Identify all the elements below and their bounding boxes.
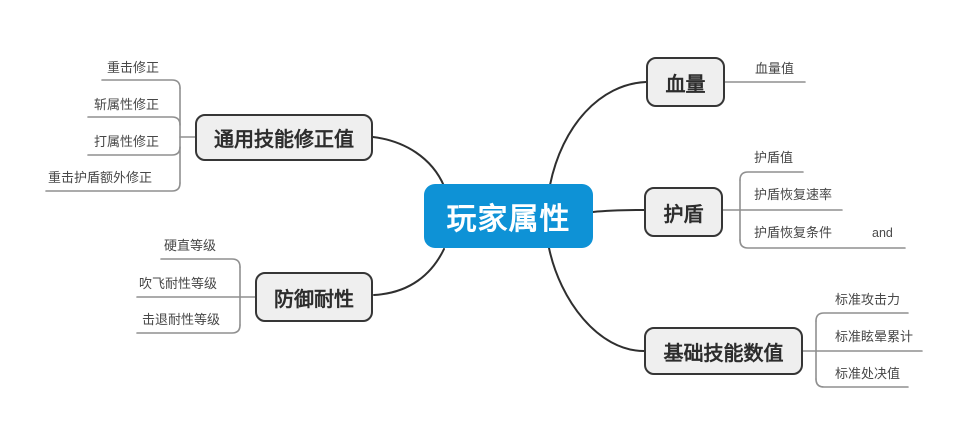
connector-central-to-defense-resistance <box>373 248 445 296</box>
subtopic-line-hitstun-level <box>160 258 241 268</box>
subtopic-line-shield-value <box>739 171 804 181</box>
subtopic-line-shield-regen-condition <box>739 239 906 249</box>
branch-topic-defense-resistance[interactable]: 防御耐性 <box>255 272 373 322</box>
subtopic-slash-modifier[interactable]: 斩属性修正 <box>94 97 160 112</box>
subtopic-line-knockback-resist-level <box>136 324 241 334</box>
subtopic-heavy-shield-extra-modifier[interactable]: 重击护盾额外修正 <box>48 170 153 185</box>
subtopic-blunt-modifier[interactable]: 打属性修正 <box>94 134 160 149</box>
subtopic-line-standard-execution-value <box>815 378 909 388</box>
connector-central-to-general-skill-modifiers <box>372 136 445 187</box>
subtopic-knockback-resist-level[interactable]: 击退耐性等级 <box>142 312 221 327</box>
branch-topic-shield[interactable]: 护盾 <box>644 187 723 237</box>
branch-topic-general-skill-modifiers[interactable]: 通用技能修正值 <box>195 114 373 161</box>
subtopic-line-standard-attack-power <box>815 312 909 322</box>
subtopic-shield-value[interactable]: 护盾值 <box>754 150 794 165</box>
connector-central-to-shield <box>592 209 645 213</box>
branch-topic-health[interactable]: 血量 <box>646 57 725 107</box>
subtopic-shield-regen-condition[interactable]: 护盾恢复条件 <box>754 225 833 240</box>
subtopic-standard-attack-power[interactable]: 标准攻击力 <box>835 292 901 307</box>
subtopic-line-heavy-hit-modifier <box>101 79 181 89</box>
subtopic-hitstun-level[interactable]: 硬直等级 <box>164 238 217 253</box>
connector-central-to-health <box>549 81 647 186</box>
subtopic-line-heavy-shield-extra-modifier <box>45 182 181 192</box>
subtopic-health-value[interactable]: 血量值 <box>755 61 795 76</box>
branch-topic-base-skill-values[interactable]: 基础技能数值 <box>644 327 803 375</box>
subtopic-heavy-hit-modifier[interactable]: 重击修正 <box>107 60 160 75</box>
subtopic-standard-execution-value[interactable]: 标准处决值 <box>835 366 901 381</box>
subtopic-line-slash-modifier <box>87 116 181 126</box>
subtopic-shield-regen-rate[interactable]: 护盾恢复速率 <box>754 187 833 202</box>
subtopic-standard-stun-accumulation[interactable]: 标准眩晕累计 <box>835 329 914 344</box>
subtopic-launch-resist-level[interactable]: 吹飞耐性等级 <box>139 276 218 291</box>
summary-label-and[interactable]: and <box>872 226 893 240</box>
central-topic-player-attributes[interactable]: 玩家属性 <box>424 184 593 248</box>
connector-central-to-base-skill-values <box>548 247 645 352</box>
